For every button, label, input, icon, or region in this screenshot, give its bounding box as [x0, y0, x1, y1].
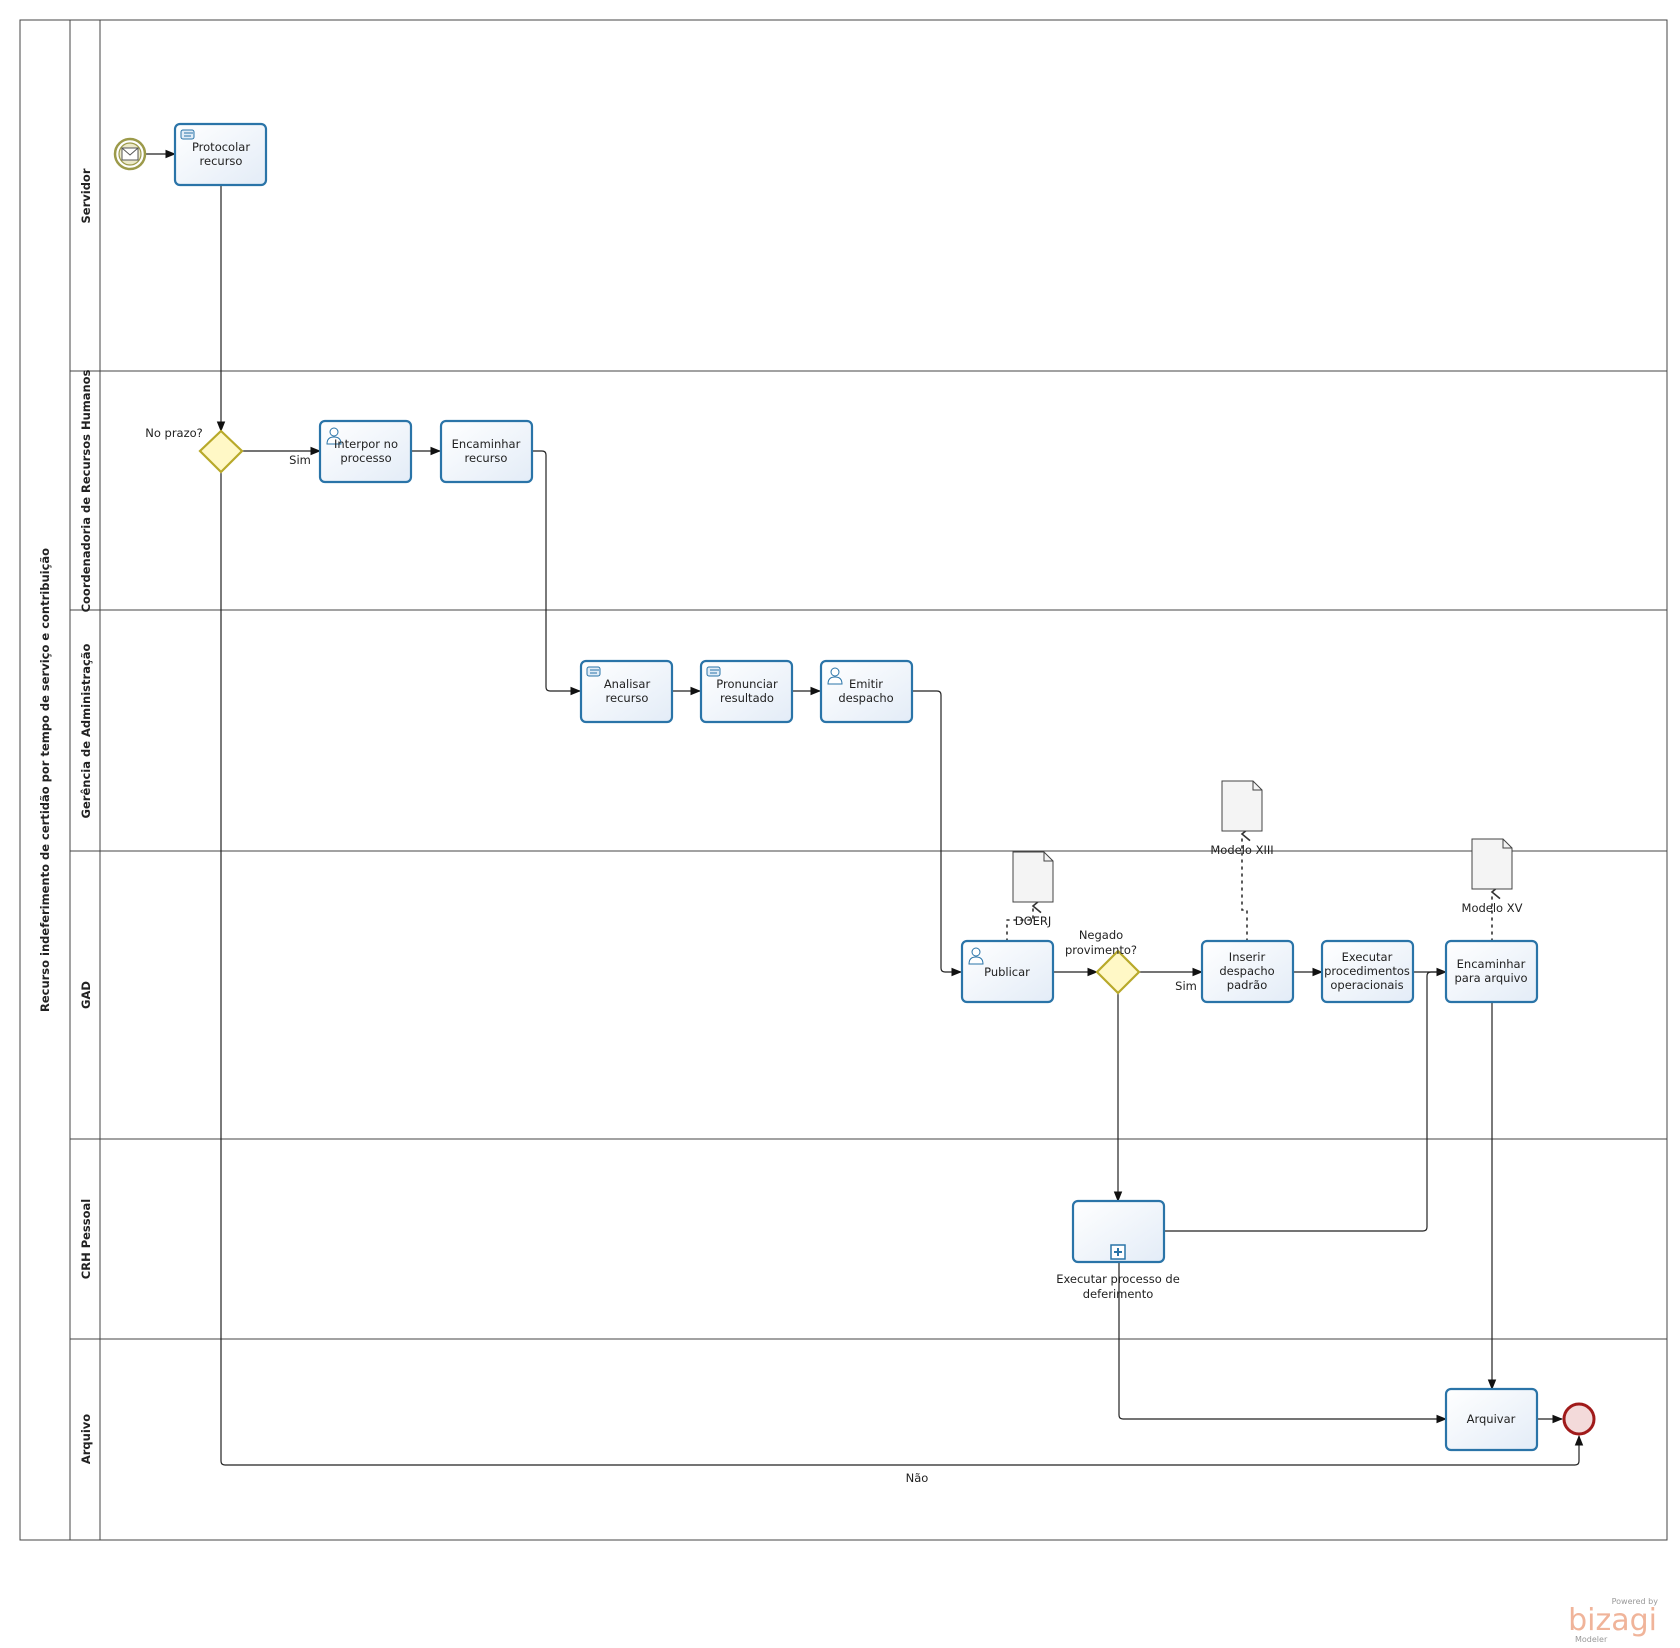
task-label: Interpor no [334, 437, 398, 451]
lane-label-crh-pessoal: CRH Pessoal [79, 1199, 93, 1279]
lane-label-crh: Coordenadoria de Recursos Humanos [79, 369, 93, 612]
logo-powered-by: Powered by [1612, 1597, 1659, 1606]
flow-subprocess-to-encaminhar-arquivo[interactable] [1164, 971, 1446, 1232]
task-publicar[interactable]: Publicar [960, 939, 1055, 1004]
task-label: padrão [1227, 978, 1267, 992]
logo-name: bizagi [1568, 1603, 1657, 1638]
task-encaminhar-recurso[interactable]: Encaminhar recurso [439, 419, 534, 484]
task-label: Analisar [604, 677, 651, 691]
gateway-negado-provimento[interactable]: Negado provimento? [1065, 928, 1141, 995]
task-label: Publicar [984, 965, 1030, 979]
pool: Recurso indeferimento de certidão por te… [19, 19, 1668, 1541]
gateway-no-prazo[interactable]: No prazo? [145, 426, 244, 474]
task-label: recurso [465, 451, 508, 465]
flow-emitir-to-publicar[interactable] [912, 690, 963, 977]
task-encaminhar-para-arquivo[interactable]: Encaminhar para arquivo [1444, 939, 1539, 1004]
expand-plus-icon[interactable] [1110, 1244, 1126, 1260]
sequence-flows [145, 149, 1584, 1466]
user-task-icon [326, 427, 342, 445]
flow-label-nao: Não [906, 1471, 929, 1485]
flow-subprocess-to-arquivar[interactable] [1118, 1262, 1448, 1424]
end-event[interactable] [1562, 1402, 1596, 1436]
flow-label-sim: Sim [1175, 979, 1197, 993]
gateway-label: No prazo? [145, 426, 203, 440]
lane-label-gerencia-administracao: Gerência de Administração [79, 643, 93, 818]
envelope-icon [121, 147, 139, 161]
subprocess-label: Executar processo de [1056, 1272, 1180, 1286]
task-interpor-no-processo[interactable]: Interpor no processo [318, 419, 413, 484]
task-label: procedimentos [1324, 964, 1410, 978]
pool-title: Recurso indeferimento de certidão por te… [38, 548, 52, 1012]
data-object-modelo-xiii[interactable]: Modelo XIII [1210, 780, 1274, 857]
task-label: Protocolar [192, 140, 250, 154]
task-label: Arquivar [1467, 1412, 1516, 1426]
gateway-label: provimento? [1065, 943, 1137, 957]
task-protocolar-recurso[interactable]: Protocolar recurso [173, 122, 268, 187]
subprocess-label: deferimento [1083, 1287, 1154, 1301]
manual-task-icon [706, 666, 721, 677]
association-inserir-modelo-xiii [1240, 826, 1251, 942]
data-object-doerj[interactable]: DOERJ [1012, 851, 1054, 928]
bizagi-logo: Powered by bizagi Modeler [1568, 1597, 1658, 1644]
task-label: recurso [606, 691, 649, 705]
task-pronunciar-resultado[interactable]: Pronunciar resultado [699, 659, 794, 724]
task-label: recurso [200, 154, 243, 168]
user-task-icon [827, 667, 843, 685]
flow-no-prazo-nao[interactable] [220, 471, 1584, 1466]
lane-label-gad: GAD [79, 981, 93, 1009]
gateway-label: Negado [1079, 928, 1123, 942]
start-message-event[interactable] [113, 137, 147, 171]
lane-label-servidor: Servidor [79, 168, 93, 223]
task-label: operacionais [1330, 978, 1403, 992]
task-label: resultado [720, 691, 774, 705]
flow-encaminhar-to-analisar[interactable] [532, 450, 582, 696]
subprocess-executar-processo-de-deferimento[interactable]: Executar processo de deferimento [1056, 1199, 1180, 1301]
task-label: Encaminhar [452, 437, 521, 451]
data-object-label: DOERJ [1015, 914, 1052, 928]
data-object-label: Modelo XV [1462, 901, 1523, 915]
task-executar-procedimentos-operacionais[interactable]: Executar procedimentos operacionais [1320, 939, 1415, 1004]
lane-labels: Servidor Coordenadoria de Recursos Human… [79, 168, 93, 1464]
user-task-icon [968, 947, 984, 965]
task-arquivar[interactable]: Arquivar [1444, 1387, 1539, 1452]
logo-product: Modeler [1575, 1635, 1608, 1644]
data-object-label: Modelo XIII [1210, 843, 1273, 857]
associations [1006, 826, 1501, 942]
task-label: processo [340, 451, 391, 465]
manual-task-icon [586, 666, 601, 677]
task-inserir-despacho-padrao[interactable]: Inserir despacho padrão [1200, 939, 1295, 1004]
lane-label-arquivo: Arquivo [79, 1414, 93, 1464]
task-label: Executar [1342, 950, 1393, 964]
task-label: despacho [1219, 964, 1274, 978]
task-label: para arquivo [1455, 971, 1528, 985]
task-label: despacho [838, 691, 893, 705]
data-object-modelo-xv[interactable]: Modelo XV [1462, 838, 1523, 915]
manual-task-icon [180, 129, 195, 140]
task-label: Encaminhar [1457, 957, 1526, 971]
task-emitir-despacho[interactable]: Emitir despacho [819, 659, 914, 724]
task-label: Inserir [1229, 950, 1266, 964]
task-label: Pronunciar [716, 677, 778, 691]
flow-label-sim: Sim [289, 453, 311, 467]
task-analisar-recurso[interactable]: Analisar recurso [579, 659, 674, 724]
task-label: Emitir [849, 677, 883, 691]
